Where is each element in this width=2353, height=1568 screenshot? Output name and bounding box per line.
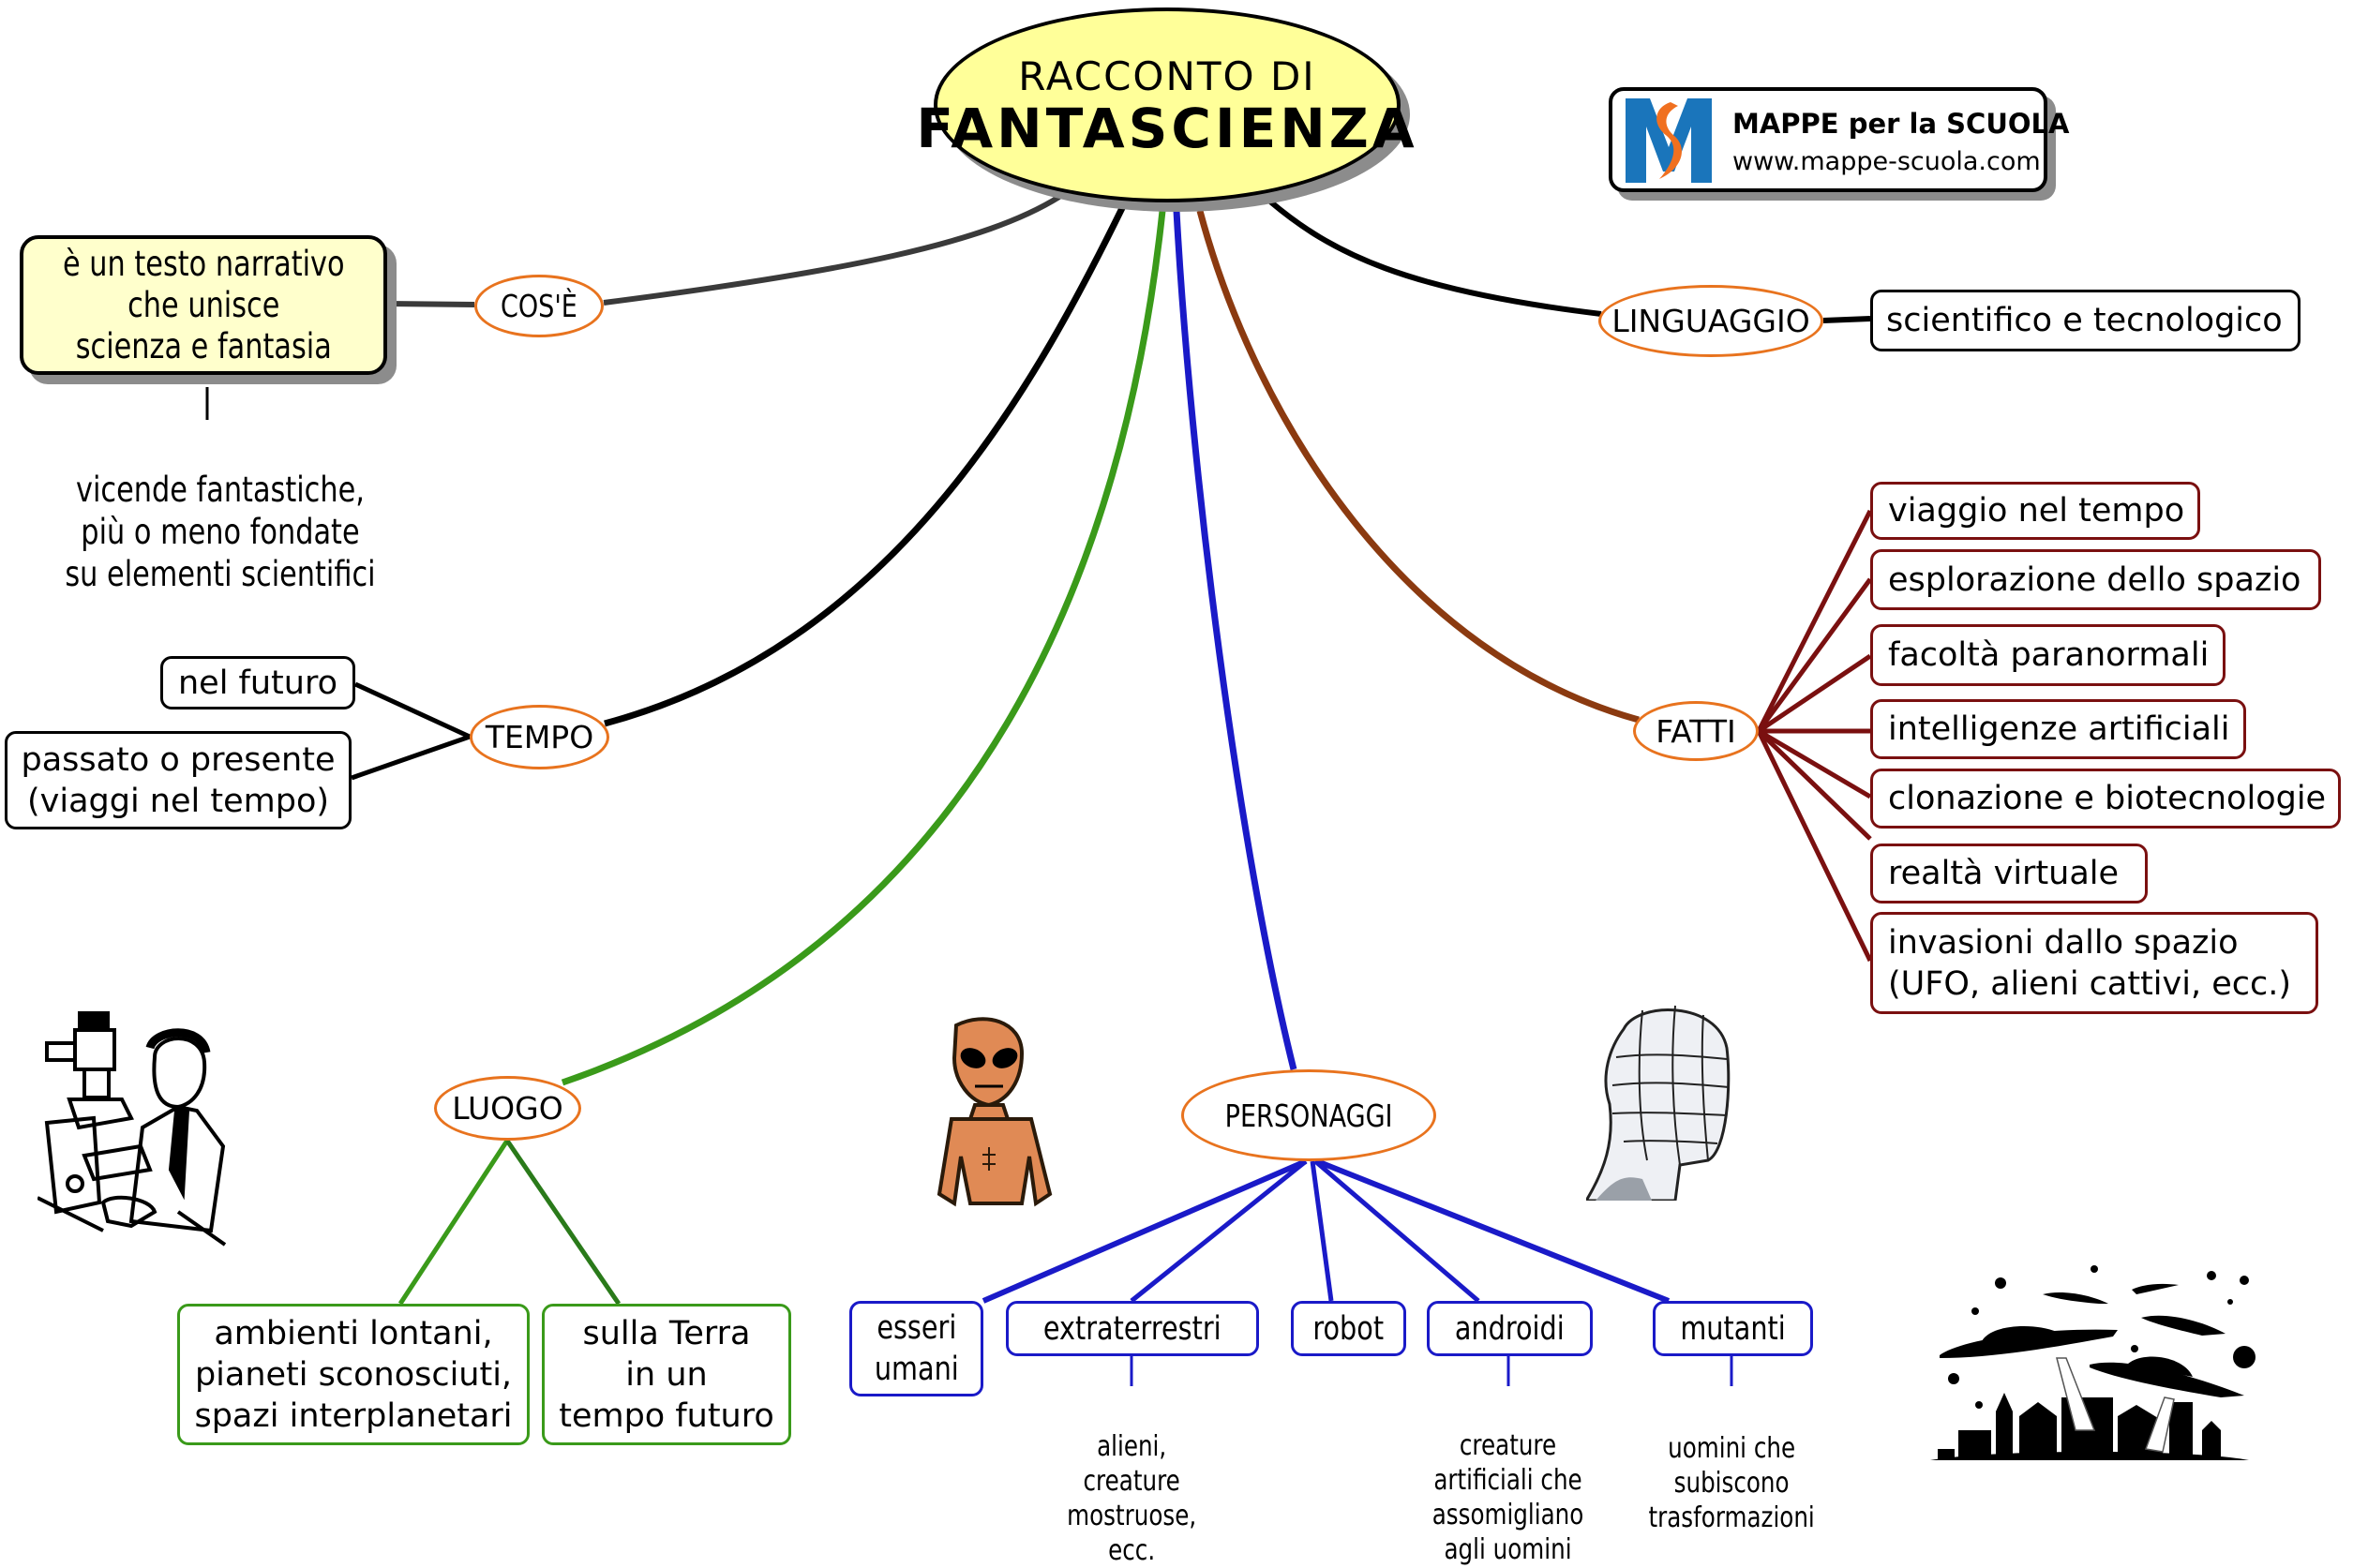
ufo-invasion-illustration	[1930, 1265, 2256, 1460]
node-luogo-label: LUOGO	[452, 1090, 563, 1127]
fatti-item-text: facoltà paranormali	[1888, 636, 2210, 674]
extraterrestri-note-text: alieni, creature mostruose, ecc.	[1066, 1430, 1196, 1567]
node-personaggi[interactable]: PERSONAGGI	[1181, 1069, 1436, 1161]
link-central-linguaggio	[1268, 199, 1602, 317]
link-personaggi-item-4	[1313, 1159, 1480, 1303]
personaggi-item-text: extraterrestri	[1043, 1309, 1221, 1348]
node-linguaggio[interactable]: LINGUAGGIO	[1598, 285, 1823, 357]
fatti-item[interactable]: esplorazione dello spazio	[1870, 549, 2321, 610]
node-fatti[interactable]: FATTI	[1633, 701, 1759, 761]
mutanti-note-text: uomini che subiscono trasformazioni	[1648, 1432, 1815, 1534]
linguaggio-item-text: scientifico e tecnologico	[1886, 302, 2283, 339]
android-head-illustration	[1586, 1005, 1731, 1201]
link-fatti-item-2	[1756, 577, 1873, 733]
fatti-item-text: invasioni dallo spazio (UFO, alieni catt…	[1888, 923, 2292, 1003]
link-luogo-item-2	[504, 1139, 622, 1306]
extraterrestri-note: alieni, creature mostruose, ecc.	[1019, 1395, 1244, 1568]
linguaggio-item[interactable]: scientifico e tecnologico	[1870, 290, 2301, 351]
luogo-item-text: ambienti lontani, pianeti sconosciuti, s…	[194, 1314, 513, 1435]
logo-url[interactable]: www.mappe-scuola.com	[1732, 147, 2041, 176]
androidi-note-text: creature artificiali che assomigliano ag…	[1432, 1429, 1584, 1566]
fatti-item[interactable]: facoltà paranormali	[1870, 624, 2226, 686]
personaggi-item-text: robot	[1312, 1309, 1385, 1348]
fatti-item[interactable]: clonazione e biotecnologie	[1870, 769, 2341, 829]
personaggi-item-text: androidi	[1455, 1309, 1565, 1348]
node-personaggi-label: PERSONAGGI	[1224, 1097, 1393, 1134]
personaggi-item-text: mutanti	[1680, 1309, 1786, 1348]
fatti-item[interactable]: invasioni dallo spazio (UFO, alieni catt…	[1870, 912, 2318, 1014]
link-central-personaggi	[1173, 210, 1297, 1070]
cose-definition-text: è un testo narrativo che unisce scienza …	[62, 243, 345, 366]
link-fatti-item-1	[1756, 509, 1873, 733]
personaggi-item[interactable]: androidi	[1427, 1301, 1593, 1356]
fatti-item-text: realtà virtuale	[1888, 855, 2120, 892]
personaggi-item-text: esseri umani	[874, 1309, 959, 1388]
fatti-item[interactable]: intelligenze artificiali	[1870, 699, 2246, 759]
node-luogo[interactable]: LUOGO	[434, 1076, 581, 1141]
link-tempo-item-1	[353, 681, 472, 739]
link-personaggi-item-1	[982, 1158, 1308, 1304]
node-tempo[interactable]: TEMPO	[470, 705, 609, 769]
link-fatti-item-7	[1756, 729, 1873, 963]
fatti-item[interactable]: viaggio nel tempo	[1870, 482, 2200, 540]
link-fatti-item-6	[1757, 729, 1872, 841]
node-linguaggio-label: LINGUAGGIO	[1611, 303, 1810, 339]
alien-illustration	[937, 1017, 1053, 1207]
mappe-logo-box[interactable]: MAPPE per la SCUOLA www.mappe-scuola.com	[1609, 87, 2069, 192]
mappe-logo-icon	[1626, 98, 1712, 183]
central-topic[interactable]: RACCONTO DI FANTASCIENZA	[916, 7, 1415, 202]
tempo-item[interactable]: passato o presente (viaggi nel tempo)	[5, 731, 352, 829]
link-central-luogo	[561, 210, 1166, 1086]
central-title-line1: RACCONTO DI	[1018, 53, 1316, 99]
luogo-item[interactable]: sulla Terra in un tempo futuro	[542, 1304, 791, 1445]
personaggi-item[interactable]: esseri umani	[849, 1301, 983, 1396]
personaggi-item[interactable]: extraterrestri	[1006, 1301, 1259, 1356]
fatti-item-text: intelligenze artificiali	[1888, 710, 2230, 748]
node-cose-label: COS'È	[501, 288, 577, 324]
cose-note-text: vicende fantastiche, più o meno fondate …	[65, 470, 376, 594]
personaggi-item[interactable]: mutanti	[1653, 1301, 1813, 1356]
link-fatti-item-5	[1757, 728, 1872, 799]
logo-title: MAPPE per la SCUOLA	[1732, 108, 2070, 140]
fatti-item-text: viaggio nel tempo	[1888, 492, 2185, 530]
fatti-item-text: esplorazione dello spazio	[1888, 560, 2301, 599]
personaggi-item[interactable]: robot	[1291, 1301, 1406, 1356]
fatti-item-text: clonazione e biotecnologie	[1888, 780, 2327, 817]
tempo-item[interactable]: nel futuro	[160, 656, 355, 709]
luogo-item-text: sulla Terra in un tempo futuro	[559, 1314, 774, 1435]
cose-note: vicende fantastiche, più o meno fondate …	[9, 426, 431, 595]
link-tempo-item-2	[351, 734, 471, 781]
link-fatti-item-3	[1757, 653, 1872, 734]
cose-definition-box[interactable]: è un testo narrativo che unisce scienza …	[20, 235, 387, 375]
scientist-microscope-illustration	[37, 1011, 227, 1247]
node-tempo-label: TEMPO	[485, 719, 594, 755]
link-personaggi-item-5	[1315, 1158, 1671, 1304]
node-fatti-label: FATTI	[1656, 712, 1736, 750]
tempo-item-text: passato o presente (viaggi nel tempo)	[21, 740, 336, 820]
mutanti-note: uomini che subiscono trasformazioni	[1605, 1396, 1858, 1535]
central-title-line2: FANTASCIENZA	[916, 97, 1418, 160]
link-central-tempo	[604, 204, 1127, 727]
androidi-note: creature artificiali che assomigliano ag…	[1382, 1394, 1635, 1567]
link-central-fatti	[1196, 210, 1640, 724]
luogo-item[interactable]: ambienti lontani, pianeti sconosciuti, s…	[177, 1304, 530, 1445]
link-central-cose	[603, 194, 1061, 306]
node-cose[interactable]: COS'È	[474, 275, 604, 337]
link-luogo-item-1	[397, 1139, 510, 1306]
link-personaggi-item-2	[1130, 1159, 1308, 1303]
link-personaggi-item-3	[1310, 1160, 1334, 1302]
link-cose-definition	[386, 301, 475, 307]
fatti-item[interactable]: realtà virtuale	[1870, 844, 2148, 903]
link-linguaggio-item	[1822, 316, 1871, 323]
tempo-item-text: nel futuro	[177, 664, 337, 702]
